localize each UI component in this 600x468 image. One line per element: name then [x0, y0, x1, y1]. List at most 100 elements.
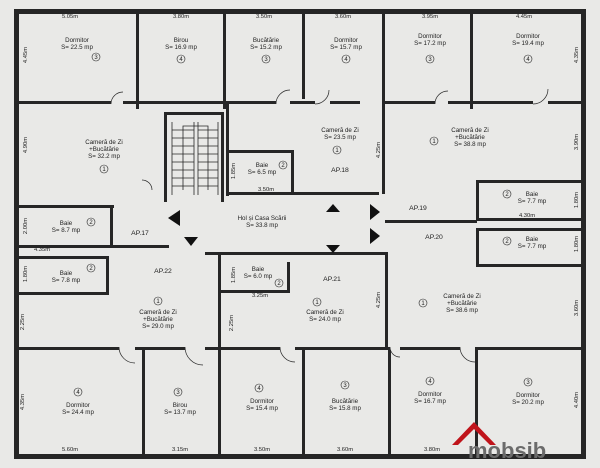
wall: [476, 228, 479, 266]
svg-text:1: 1: [315, 300, 319, 306]
room-dormitor-15-7: Dormitor S= 15.7 mp 4: [330, 37, 362, 64]
wall: [229, 192, 379, 195]
wall: [19, 101, 111, 104]
svg-text:Dormitor: Dormitor: [334, 37, 358, 44]
svg-text:S= 16.9 mp: S= 16.9 mp: [165, 44, 197, 51]
wall: [476, 228, 581, 231]
room-baie-6-5: Baie S= 6.5 mp 2: [248, 160, 288, 176]
svg-text:+Bucătărie: +Bucătărie: [89, 146, 119, 153]
svg-text:2: 2: [505, 239, 509, 245]
svg-text:Birou: Birou: [174, 37, 189, 44]
svg-text:S= 16.7 mp: S= 16.7 mp: [414, 398, 446, 405]
dim-top-2: 3.80m: [173, 14, 189, 20]
wall: [470, 9, 473, 109]
dim-side: 1.80m: [574, 192, 580, 208]
ap-18-label: AP.18: [331, 167, 349, 174]
svg-text:2: 2: [505, 192, 509, 198]
svg-text:Cameră de Zi: Cameră de Zi: [443, 293, 480, 300]
dim-side: 4.25m: [376, 292, 382, 308]
svg-text:3: 3: [94, 55, 98, 61]
dim-top-4: 3.60m: [335, 14, 351, 20]
room-dormitor-16-7: 4 Dormitor S= 16.7 mp: [414, 376, 446, 405]
wall: [473, 101, 533, 104]
room-camera-zi-29-0: Cameră de Zi +Bucătărie S= 29.0 mp 1: [139, 296, 177, 330]
svg-text:Dormitor: Dormitor: [418, 33, 442, 40]
room-birou-13-7: 3 Birou S= 13.7 mp: [164, 387, 196, 416]
outer-wall-top: [14, 9, 586, 14]
svg-text:S= 7.7 mp: S= 7.7 mp: [518, 198, 547, 205]
svg-text:S= 15.4 mp: S= 15.4 mp: [246, 405, 278, 412]
mobsib-logo: mobsib: [452, 422, 546, 463]
wall: [19, 245, 169, 248]
dim-side: 2.00m: [23, 218, 29, 234]
svg-text:S= 17.2 mp: S= 17.2 mp: [414, 40, 446, 47]
room-baie-7-8: Baie S= 7.8 mp 2: [52, 263, 96, 284]
wall: [229, 150, 291, 153]
wall: [221, 112, 224, 202]
svg-text:S= 20.2 mp: S= 20.2 mp: [512, 399, 544, 406]
svg-text:S= 15.7 mp: S= 15.7 mp: [330, 44, 362, 51]
svg-text:Dormitor: Dormitor: [250, 398, 274, 405]
svg-text:1: 1: [432, 139, 436, 145]
svg-text:1: 1: [102, 167, 106, 173]
wall: [385, 101, 435, 104]
room-camera-zi-38-8: Cameră de Zi +Bucătărie S= 38.8 mp 1: [429, 127, 489, 148]
wall: [19, 347, 119, 350]
svg-text:+Bucătărie: +Bucătărie: [143, 316, 173, 323]
svg-text:S= 7.7 mp: S= 7.7 mp: [518, 243, 547, 250]
wall: [476, 264, 581, 267]
svg-text:+Bucătărie: +Bucătărie: [447, 300, 477, 307]
svg-text:4: 4: [76, 390, 80, 396]
dim-top-3: 3.50m: [256, 14, 272, 20]
dim-top-5: 3.95m: [422, 14, 438, 20]
dim-bottom-2: 3.15m: [172, 447, 188, 453]
dim-bottom-3: 3.50m: [254, 447, 270, 453]
outer-wall-right: [581, 9, 586, 459]
room-labels: Dormitor S= 22.5 mp 3 Birou S= 16.9 mp 4…: [52, 33, 547, 416]
wall: [19, 292, 109, 295]
svg-text:3: 3: [343, 383, 347, 389]
svg-text:Baie: Baie: [256, 162, 269, 169]
room-bucatarie-15-8: 3 Bucătărie S= 15.8 mp: [329, 380, 361, 412]
svg-text:1: 1: [335, 148, 339, 154]
wall: [388, 350, 391, 454]
dim-inner: 4.35m: [34, 247, 50, 253]
dim-top-6: 4.45m: [516, 14, 532, 20]
dim-side: 1.85m: [231, 267, 237, 283]
svg-text:Baie: Baie: [60, 270, 73, 277]
dim-side: 3.60m: [574, 300, 580, 316]
wall: [218, 252, 221, 347]
svg-text:4: 4: [179, 57, 183, 63]
wall: [164, 112, 167, 202]
room-dormitor-20-2: 3 Dormitor S= 20.2 mp: [512, 377, 544, 406]
walls: [14, 9, 586, 459]
house-roof-icon: [452, 422, 496, 445]
ap-20-label: AP.20: [425, 234, 443, 241]
wall: [106, 256, 109, 294]
wall: [302, 350, 305, 454]
svg-text:Dormitor: Dormitor: [516, 33, 540, 40]
svg-text:Dormitor: Dormitor: [65, 37, 89, 44]
wall: [400, 347, 460, 350]
arrow-left-icon: [168, 210, 180, 226]
wall: [475, 347, 581, 350]
svg-text:S= 23.5 mp: S= 23.5 mp: [324, 134, 356, 141]
svg-text:Cameră de Zi: Cameră de Zi: [85, 139, 122, 146]
dim-side: 4.45m: [23, 47, 29, 63]
wall: [295, 347, 390, 350]
svg-text:S= 29.0 mp: S= 29.0 mp: [142, 323, 174, 330]
svg-text:+Bucătărie: +Bucătărie: [455, 134, 485, 141]
room-dormitor-24-4: 4 Dormitor S= 24.4 mp: [62, 387, 94, 416]
wall: [385, 220, 477, 223]
wall: [382, 9, 385, 109]
wall: [476, 180, 479, 220]
svg-text:Cameră de Zi: Cameră de Zi: [139, 309, 176, 316]
room-camera-zi-38-6: Cameră de Zi +Bucătărie S= 38.6 mp 1: [418, 293, 481, 314]
svg-text:S= 22.5 mp: S= 22.5 mp: [61, 44, 93, 51]
wall: [382, 109, 385, 194]
wall: [110, 205, 113, 245]
room-hol-casa-scarii: Hol și Casa Scării S= 33.8 mp: [238, 215, 287, 229]
svg-text:Baie: Baie: [252, 266, 265, 273]
arrow-right-icon: [370, 228, 380, 244]
